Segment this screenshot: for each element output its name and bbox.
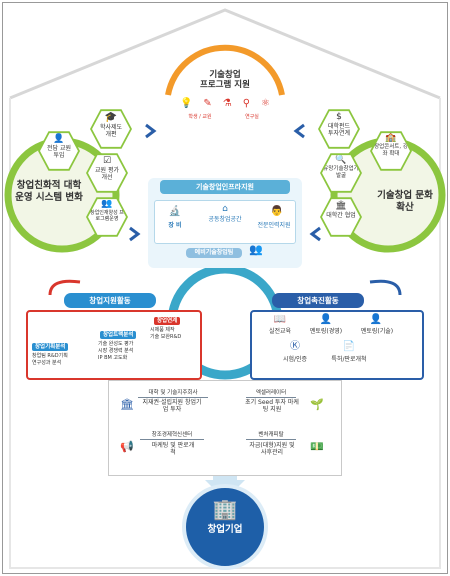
hex-right-1-label: 대학펀드 투자연계	[327, 123, 351, 137]
mentor-business-icon: 👤	[319, 314, 333, 325]
arrow-left-2	[309, 226, 321, 242]
infra-title: 기술창업인프라지원	[160, 180, 290, 194]
hex-left-3-label: 교원 평가 개선	[95, 167, 119, 181]
roof-icons: 💡 ✎ ⚗ ⚲ ⚛	[180, 98, 270, 112]
infra-box	[154, 200, 296, 244]
support-card2-item: 기술 완성도 평가	[98, 341, 134, 347]
promo-curve	[369, 279, 402, 296]
promo-frame	[250, 310, 424, 380]
growth-plant-icon: 🌱	[310, 398, 324, 411]
hex-right-1: $ 대학펀드 투자연계	[320, 111, 358, 147]
building-icon: 🏢	[212, 497, 238, 521]
support-title: 창업지원활동	[64, 293, 156, 308]
infra-equip: 장 비	[168, 222, 182, 229]
hex-left-4-label: 창업인재양성 프로그램운영	[90, 210, 124, 222]
support-card1-item: 연구성과 분석	[32, 360, 62, 366]
support-card3-list: 시제품 제작 기술 보완R&D	[150, 327, 200, 341]
promo-item-mentoring-tech: 멘토링(기술)	[360, 328, 394, 335]
microscope-icon: 🔬	[168, 206, 182, 217]
hex-right-3-label: 유망기술창업가 발굴	[323, 166, 359, 179]
promo-item-mentoring-mgmt: 멘토링(경영)	[309, 328, 343, 335]
hex-right-4: 🏛 대학간 협업	[322, 199, 360, 235]
teacher-icon: 👤	[53, 134, 65, 144]
roof-title-line1: 기술창업	[209, 70, 241, 80]
expert-icon: 👨	[270, 206, 284, 217]
promo-title: 창업촉진활동	[272, 293, 364, 308]
university-icon: 🏛	[120, 398, 134, 411]
evaluation-icon: ☑	[102, 156, 112, 166]
support-card2-item: 시장 경쟁력 분석	[98, 348, 134, 354]
lightbulb-icon: 💡	[180, 98, 193, 109]
bottom-panel	[108, 380, 342, 476]
graduation-cap-icon: 🎓	[104, 112, 118, 123]
syringe-icon: ✎	[203, 98, 212, 109]
founders-icon: 👥	[249, 243, 263, 256]
infra-prelim: 예비기술창업팀	[186, 248, 242, 258]
bottom-box1-text: 지재권·설립지원 창업기업 투자	[142, 399, 202, 413]
bottom-box3-text: 마케팅 및 판로개척	[151, 442, 195, 456]
right-cluster-title: 기술창업 문화확산	[377, 190, 433, 213]
lecture-icon: 🏫	[385, 133, 397, 143]
hex-right-2: 🏫 창업콘서트, 강좌 확대	[372, 133, 410, 169]
support-card3-item: 시제품 제작	[150, 327, 175, 333]
hex-left-1: 🎓 학사제도 개편	[92, 111, 130, 147]
bottom-box4-title: 벤처캐피탈	[246, 431, 296, 440]
building-icon: 🏛	[335, 201, 347, 211]
bottom-box1-title: 대학 및 기술지주회사	[138, 389, 208, 398]
hex-right-4-label: 대학간 협업	[326, 212, 356, 219]
roof-label-right: 연구실	[245, 114, 259, 120]
result-label: 창업기업	[207, 524, 243, 535]
support-card1-title: 창업기획분석	[32, 343, 69, 351]
hex-right-2-label: 창업콘서트, 강좌 확대	[374, 144, 408, 157]
support-card1-item: 창업팀 R&D기획	[32, 353, 68, 359]
bottom-box3-title: 창조경제혁신센터	[140, 431, 204, 440]
support-card3-title: 창업연계	[154, 317, 181, 325]
promo-item-patent: 특허/판로개척	[331, 356, 367, 363]
support-card1-list: 창업팀 R&D기획 연구성과 분석	[32, 353, 92, 367]
arrow-left-1	[293, 123, 305, 139]
money-icon: 💵	[310, 440, 324, 453]
support-card2-title: 창업트랙분석	[100, 331, 137, 339]
infra-space: 공동창업공간	[208, 216, 242, 223]
support-card3-item: 기술 보완R&D	[150, 334, 182, 340]
roof-title: 기술창업 프로그램 지원	[178, 70, 272, 90]
search-person-icon: 🔍	[335, 155, 347, 165]
bottom-box4-text: 자금(대형)지원 및 사후관리	[249, 442, 295, 456]
certification-icon: Ⓚ	[290, 341, 300, 352]
promo-item-education: 실전교육	[268, 328, 292, 335]
hex-left-4: 👥 창업인재양성 프로그램운영	[88, 199, 126, 235]
hex-left-2-label: 전담 교원 투입	[47, 145, 71, 159]
promo-item-certification: 시험/인증	[282, 356, 308, 363]
flask-icon: ⚲	[242, 98, 251, 109]
hex-left-3: ☑ 교원 평가 개선	[88, 155, 126, 191]
roof-label-left: 학생 / 교원	[188, 114, 212, 120]
support-card2-item: IP BM 고도화	[98, 355, 128, 361]
hex-left-2: 👤 전담 교원 투입	[40, 133, 78, 169]
chemistry-icon: ⚗	[222, 98, 232, 109]
arrow-right-1	[145, 123, 157, 139]
bottom-box2-title: 엑셀러레이터	[246, 389, 296, 398]
roof-title-line2: 프로그램 지원	[200, 80, 250, 90]
book-icon: 📖	[273, 314, 287, 325]
hex-right-3: 🔍 유망기술창업가 발굴	[322, 155, 360, 191]
house-icon: ⌂	[222, 204, 228, 214]
patent-icon: 📄	[342, 341, 356, 352]
roof-arc	[165, 44, 285, 96]
support-curve	[48, 279, 81, 296]
atom-icon: ⚛	[261, 98, 270, 109]
bottom-box2-text: 초기 Seed 투자 마케팅 지원	[245, 399, 299, 413]
arrow-right-2	[129, 226, 141, 242]
hex-left-1-label: 학사제도 개편	[99, 124, 123, 138]
left-cluster-title: 창업친화적 대학운영 시스템 변화	[15, 180, 83, 203]
result-circle: 🏢 창업기업	[182, 484, 268, 570]
megaphone-icon: 📢	[120, 440, 134, 453]
mentor-tech-icon: 👤	[369, 314, 383, 325]
people-icon: 👥	[101, 199, 113, 209]
money-bag-icon: $	[336, 112, 342, 122]
support-card2-list: 기술 완성도 평가 시장 경쟁력 분석 IP BM 고도화	[98, 341, 152, 362]
infra-staff: 전문인력지원	[257, 222, 291, 229]
roof-outline	[9, 8, 441, 100]
